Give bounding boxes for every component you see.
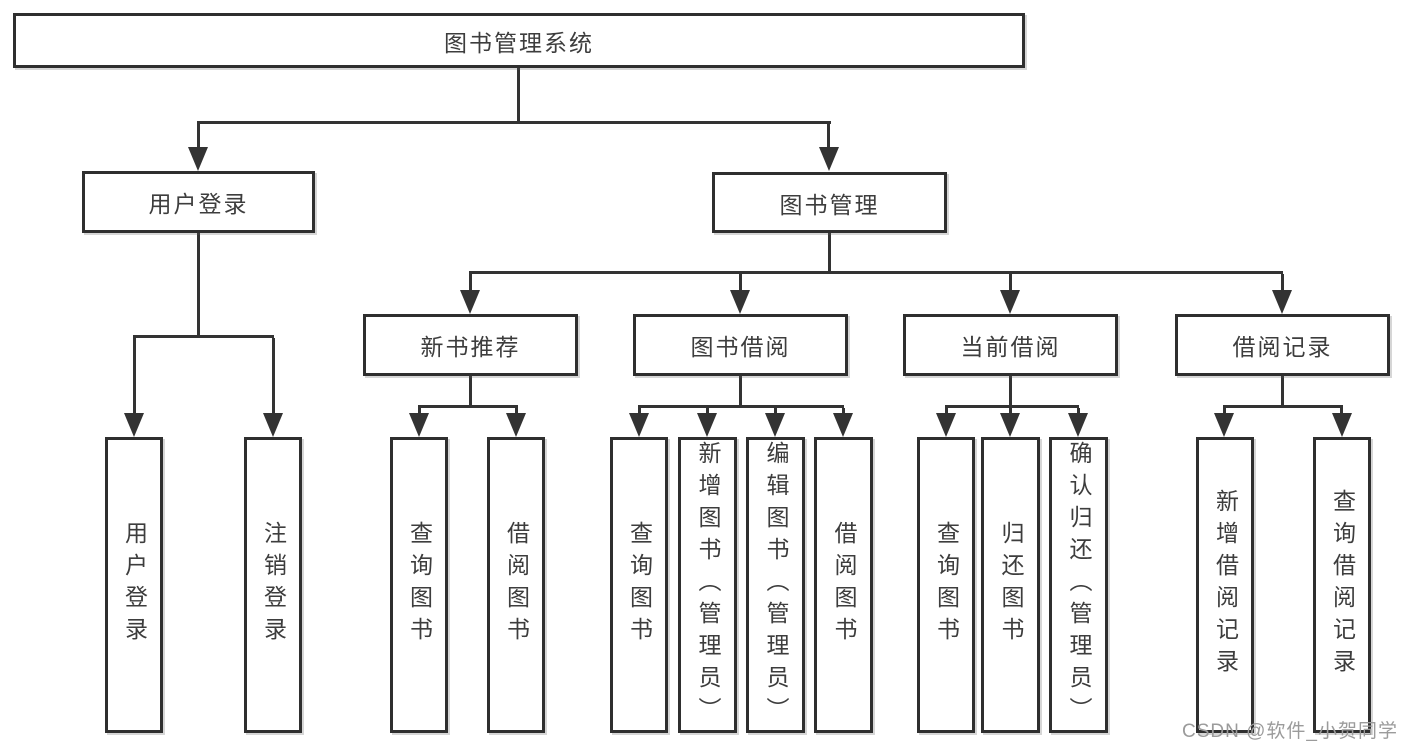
connector-line (827, 124, 830, 150)
arrow-down-icon (460, 290, 480, 314)
node-book-borrowing: 图书借阅 (633, 314, 848, 376)
arrow-down-icon (1000, 413, 1020, 437)
node-label: 新增借阅记录 (1212, 489, 1239, 681)
connector-line (515, 408, 518, 416)
node-label: 查询图书 (933, 521, 960, 649)
arrow-down-icon (765, 413, 785, 437)
connector-line (272, 338, 275, 414)
connector-line (1009, 274, 1012, 292)
node-query-books: 查询图书 (610, 437, 668, 733)
node-current-borrowing: 当前借阅 (903, 314, 1118, 376)
connector-line (945, 405, 1079, 408)
node-new-book-recommendation: 新书推荐 (363, 314, 578, 376)
arrow-down-icon (629, 413, 649, 437)
connector-line (945, 408, 948, 416)
node-label: 新书推荐 (420, 334, 521, 360)
node-label: 图书管理 (779, 191, 880, 218)
connector-line (197, 121, 831, 124)
node-label: 借阅图书 (503, 521, 530, 649)
node-confirm-return-admin: 确认归还（管理员） (1049, 437, 1108, 733)
connector-line (469, 274, 472, 292)
connector-line (1281, 376, 1284, 407)
arrow-down-icon (1272, 290, 1292, 314)
connector-line (774, 408, 777, 416)
arrow-down-icon (506, 413, 526, 437)
arrow-down-icon (833, 413, 853, 437)
connector-line (469, 271, 1283, 274)
node-label: 注销登录 (260, 521, 287, 649)
node-logout: 注销登录 (244, 437, 302, 733)
arrow-down-icon (730, 290, 750, 314)
connector-line (1009, 376, 1012, 407)
arrow-down-icon (263, 413, 283, 437)
node-label: 归还图书 (998, 521, 1024, 649)
node-label: 图书借阅 (690, 334, 791, 360)
arrow-down-icon (1000, 290, 1020, 314)
arrow-down-icon (936, 413, 956, 437)
node-add-borrowing-record: 新增借阅记录 (1196, 437, 1254, 733)
connector-line (197, 233, 200, 337)
connector-line (638, 405, 844, 408)
connector-line (828, 233, 831, 274)
node-label: 确认归还（管理员） (1066, 441, 1092, 729)
arrow-down-icon (1068, 413, 1088, 437)
arrow-down-icon (409, 413, 429, 437)
connector-line (133, 338, 136, 414)
connector-line (418, 408, 421, 416)
arrow-down-icon (697, 413, 717, 437)
arrow-down-icon (124, 413, 144, 437)
node-add-books-admin: 新增图书（管理员） (678, 437, 737, 733)
node-label: 查询借阅记录 (1329, 489, 1356, 681)
node-label: 新增图书（管理员） (695, 441, 721, 729)
node-label: 用户登录 (121, 521, 148, 649)
node-borrow-books: 借阅图书 (487, 437, 545, 733)
arrow-down-icon (188, 147, 208, 171)
node-query-books: 查询图书 (390, 437, 448, 733)
connector-line (469, 376, 472, 407)
connector-line (517, 68, 520, 122)
node-label: 查询图书 (406, 521, 433, 649)
connector-line (739, 274, 742, 292)
node-borrowing-records: 借阅记录 (1175, 314, 1390, 376)
connector-line (1077, 408, 1080, 416)
node-borrow-books: 借阅图书 (814, 437, 873, 733)
connector-line (1009, 408, 1012, 416)
node-label: 借阅图书 (831, 521, 857, 649)
node-book-management: 图书管理 (712, 172, 947, 233)
connector-line (197, 124, 200, 150)
connector-line (1281, 274, 1284, 292)
node-label: 图书管理系统 (444, 29, 594, 56)
node-query-borrowing-record: 查询借阅记录 (1313, 437, 1371, 733)
connector-line (1340, 408, 1343, 416)
connector-line (739, 376, 742, 407)
node-label: 借阅记录 (1232, 334, 1333, 360)
node-library-management-system: 图书管理系统 (13, 13, 1025, 68)
arrow-down-icon (1332, 413, 1352, 437)
connector-line (418, 405, 518, 408)
connector-line (842, 408, 845, 416)
arrow-down-icon (819, 147, 839, 171)
connector-line (1223, 405, 1343, 408)
node-label: 用户登录 (148, 191, 249, 217)
connector-line (1223, 408, 1226, 416)
node-user-login-leaf: 用户登录 (105, 437, 163, 733)
node-user-login: 用户登录 (82, 171, 315, 233)
watermark: CSDN @软件_小贺同学 (1182, 721, 1398, 742)
connector-line (706, 408, 709, 416)
connector-line (638, 408, 641, 416)
node-label: 查询图书 (626, 521, 653, 649)
node-return-books: 归还图书 (981, 437, 1040, 733)
node-query-books: 查询图书 (917, 437, 975, 733)
connector-line (133, 335, 274, 338)
node-edit-books-admin: 编辑图书（管理员） (746, 437, 805, 733)
node-label: 编辑图书（管理员） (763, 441, 789, 729)
arrow-down-icon (1214, 413, 1234, 437)
node-label: 当前借阅 (960, 334, 1061, 360)
